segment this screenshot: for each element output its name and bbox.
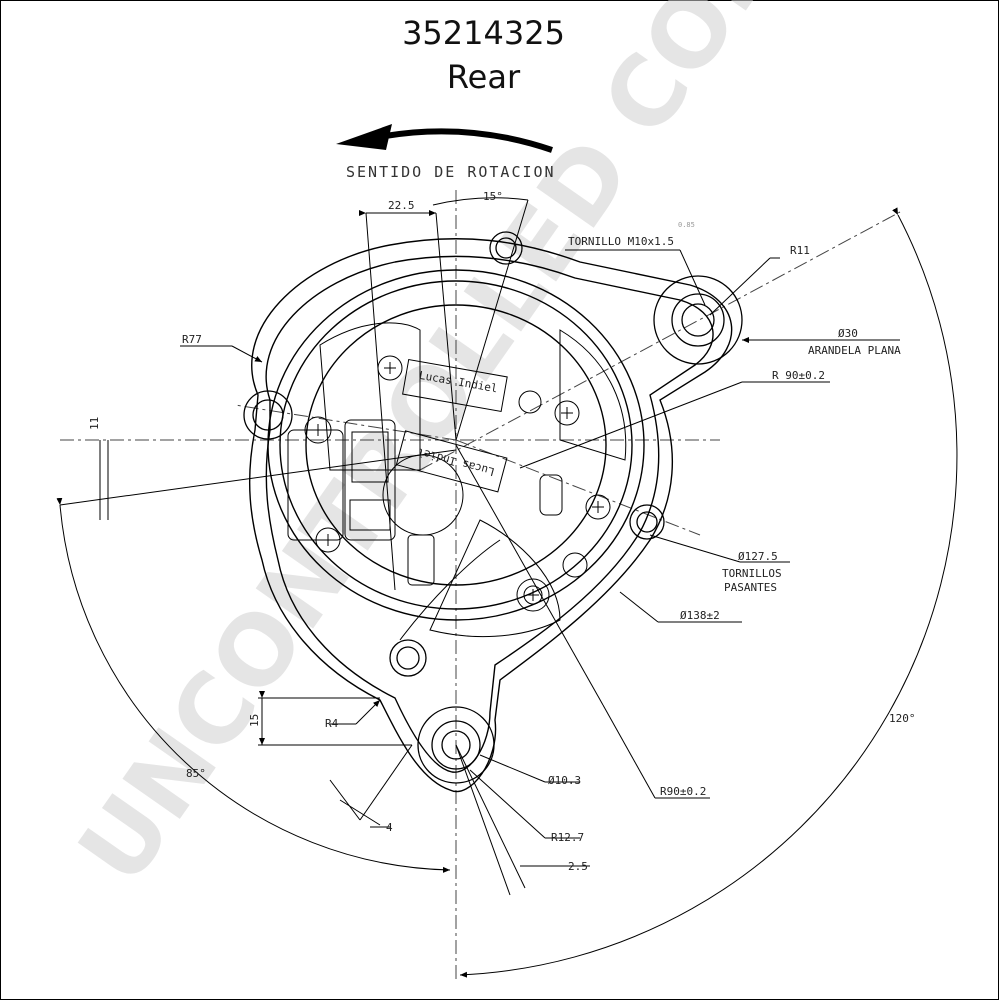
dim-11-label: 11 (88, 417, 101, 430)
r90-bottom-label: R90±0.2 (660, 785, 706, 798)
dim-22-5-label: 22.5 (388, 199, 415, 212)
view-title: Rear (446, 58, 521, 96)
tornillo-label: TORNILLO M10x1.5 (568, 235, 674, 248)
tornillos-label: TORNILLOS (722, 567, 782, 580)
rotation-arrow-icon (336, 124, 553, 153)
pasantes-label: PASANTES (724, 581, 777, 594)
internal-components (287, 322, 627, 641)
mounting-lugs (243, 231, 743, 784)
dim-2-5-label: 2.5 (568, 860, 588, 873)
small-note-label: 0.85 (678, 221, 695, 229)
screw-crosses (312, 362, 604, 601)
dia10-label: Ø10.3 (548, 774, 581, 787)
dia30-label: Ø30 (838, 327, 858, 340)
dim-4-label: 4 (386, 821, 393, 834)
dia127-label: Ø127.5 (738, 550, 778, 563)
dia138-label: Ø138±2 (680, 609, 720, 622)
angle-15-label: 15° (483, 190, 503, 203)
r4-label: R4 (325, 717, 339, 730)
angle-85-label: 85° (186, 767, 206, 780)
angle-dimension-arcs (56, 197, 958, 978)
leader-lines (59, 199, 900, 896)
r90-top-label: R 90±0.2 (772, 369, 825, 382)
r77-label: R77 (182, 333, 202, 346)
r12-7-label: R12.7 (551, 831, 584, 844)
dim-15-label: 15 (248, 714, 261, 727)
r11-label: R11 (790, 244, 810, 257)
rotation-label: SENTIDO DE ROTACION (346, 163, 556, 181)
arandela-label: ARANDELA PLANA (808, 344, 901, 357)
housing-outline (249, 238, 733, 793)
angle-120-label: 120° (889, 712, 916, 725)
part-number-title: 35214325 (402, 14, 565, 52)
